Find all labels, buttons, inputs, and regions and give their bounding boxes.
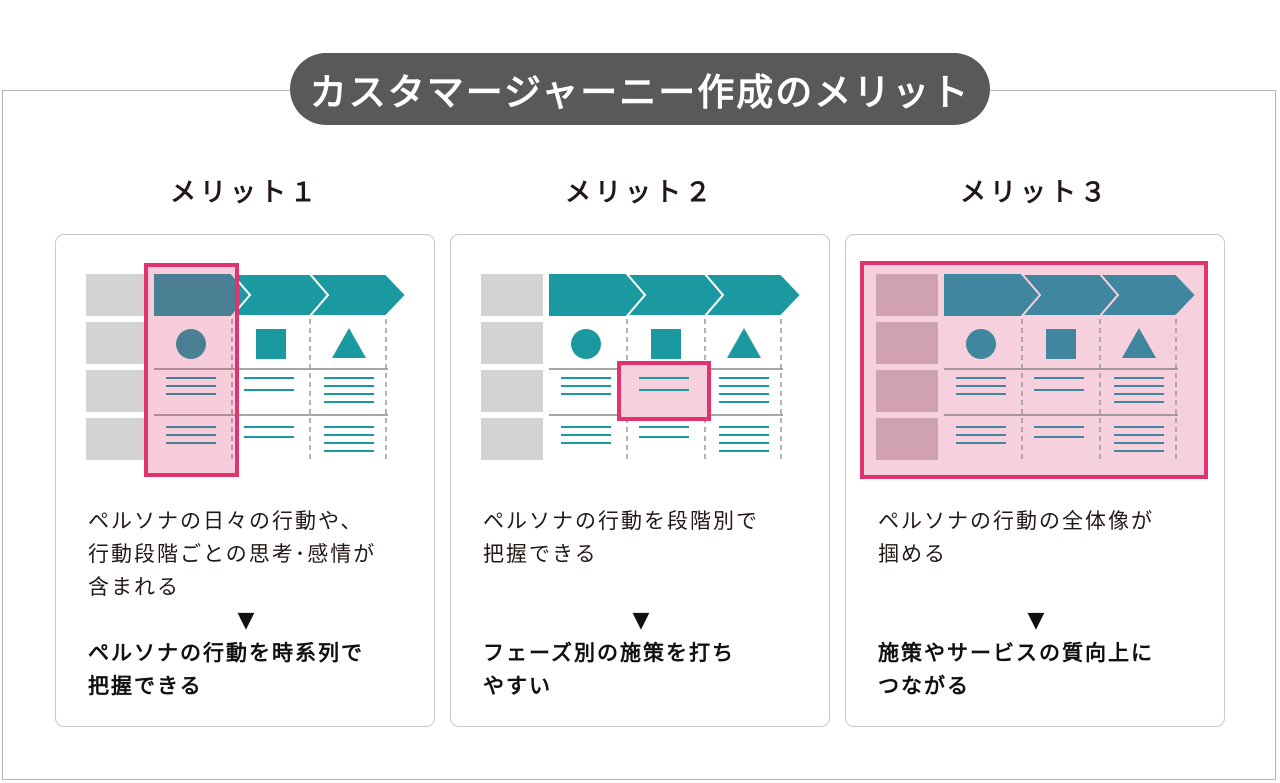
row-header-cell xyxy=(86,370,148,412)
row-header-cell xyxy=(481,418,543,460)
phase-chevron xyxy=(702,273,803,317)
row-header-cell xyxy=(481,274,543,316)
triangle-icon xyxy=(332,328,366,358)
row-header-cell xyxy=(876,322,938,364)
square-icon xyxy=(651,329,681,359)
square-icon xyxy=(1046,329,1076,359)
highlight-frame xyxy=(860,261,1208,479)
merit-1-heading: メリット１ xyxy=(169,178,320,208)
merit-3-card: ペルソナの行動の全体像が 掴める ▼ 施策やサービスの質向上に つながる xyxy=(845,234,1225,727)
square-icon xyxy=(256,329,286,359)
merit-1-card: ペルソナの日々の行動や、 行動段階ごとの思考･感情が 含まれる ▼ ペルソナの行… xyxy=(55,234,435,727)
down-arrow-icon: ▼ xyxy=(237,608,255,633)
merit-1-conclusion: ペルソナの行動を時系列で 把握できる xyxy=(88,641,364,698)
triangle-icon xyxy=(727,328,761,358)
merit-2-conclusion: フェーズ別の施策を打ち やすい xyxy=(483,641,735,698)
highlight-frame xyxy=(144,263,239,477)
triangle-icon xyxy=(1122,328,1156,358)
down-arrow-icon: ▼ xyxy=(1027,608,1045,633)
circle-icon xyxy=(966,329,996,359)
merit-2-card: ペルソナの行動を段階別で 把握できる ▼ フェーズ別の施策を打ち やすい xyxy=(450,234,830,727)
merit-3-description: ペルソナの行動の全体像が 掴める xyxy=(878,509,1154,566)
merit-2-description: ペルソナの行動を段階別で 把握できる xyxy=(483,509,759,566)
row-header-cell xyxy=(86,322,148,364)
phase-chevron xyxy=(944,274,1040,316)
row-header-cell xyxy=(481,370,543,412)
circle-icon xyxy=(176,329,206,359)
phase-chevron xyxy=(1097,273,1198,317)
down-arrow-icon: ▼ xyxy=(632,608,650,633)
merit-3-conclusion: 施策やサービスの質向上に つながる xyxy=(878,641,1154,698)
highlight-frame xyxy=(617,361,711,421)
phase-chevron xyxy=(154,274,250,316)
merit-2-diagram xyxy=(481,273,803,463)
row-header-cell xyxy=(86,274,148,316)
phase-chevron xyxy=(549,274,645,316)
row-header-cell xyxy=(481,322,543,364)
merit-3-heading: メリット３ xyxy=(959,178,1110,208)
merit-1-diagram xyxy=(86,263,408,477)
row-header-cell xyxy=(876,418,938,460)
row-header-cell xyxy=(86,418,148,460)
page-title: カスタマージャーニー作成のメリット xyxy=(290,53,990,125)
phase-chevron xyxy=(307,273,408,317)
row-header-cell xyxy=(876,274,938,316)
row-header-cell xyxy=(876,370,938,412)
circle-icon xyxy=(571,329,601,359)
merit-3-diagram xyxy=(860,261,1208,479)
merit-2-heading: メリット２ xyxy=(564,178,715,208)
merit-1-description: ペルソナの日々の行動や、 行動段階ごとの思考･感情が 含まれる xyxy=(88,509,377,599)
